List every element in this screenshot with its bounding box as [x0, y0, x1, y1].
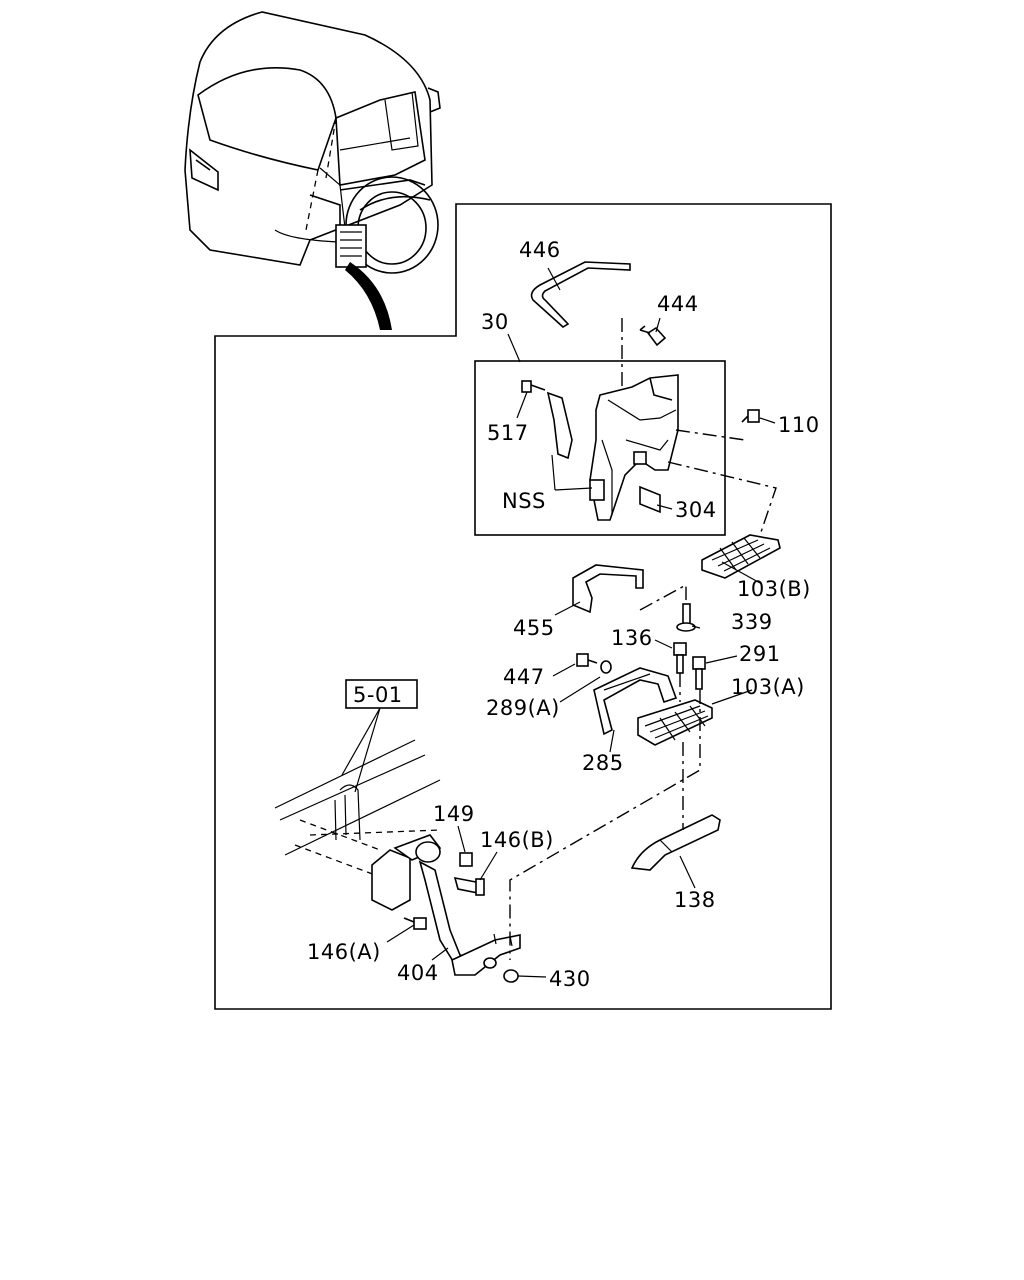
- label-ref-5-01: 5-01: [353, 683, 403, 707]
- label-nss: NSS: [502, 489, 546, 513]
- label-103a: 103(A): [731, 675, 805, 699]
- part-446-rod: [530, 261, 631, 328]
- frame-rail: [274, 739, 441, 876]
- label-339: 339: [731, 610, 773, 634]
- part-146b-bolt: [453, 876, 485, 896]
- label-304: 304: [675, 498, 717, 522]
- truck-cab-overview: [184, 11, 441, 330]
- part-517-bolt: [521, 380, 546, 393]
- label-455: 455: [513, 616, 555, 640]
- part-455-bracket: [572, 564, 644, 614]
- label-289a: 289(A): [486, 696, 560, 720]
- leader-lines: [341, 267, 776, 978]
- ref-5-01-box: [345, 679, 418, 709]
- label-446: 446: [519, 238, 561, 262]
- label-110: 110: [778, 413, 820, 437]
- label-149: 149: [433, 802, 475, 826]
- label-430: 430: [549, 967, 591, 991]
- label-30: 30: [481, 310, 509, 334]
- part-444-bolt: [639, 325, 667, 347]
- part-103a-step: [637, 699, 713, 746]
- part-289a-washer: [600, 660, 612, 674]
- part-149-nut: [459, 852, 473, 867]
- label-404: 404: [397, 961, 439, 985]
- part-110-bolt: [741, 409, 760, 423]
- part-404-step-arm: [371, 834, 521, 976]
- part-339-bolt: [676, 603, 696, 632]
- label-136: 136: [611, 626, 653, 650]
- label-103b: 103(B): [737, 577, 811, 601]
- label-291: 291: [739, 642, 781, 666]
- part-430-nut: [503, 969, 519, 983]
- part-447-bolt: [576, 653, 598, 667]
- part-304-clip: [639, 485, 661, 514]
- label-447: 447: [503, 665, 545, 689]
- part-136-bolt: [673, 642, 687, 674]
- label-146a: 146(A): [307, 940, 381, 964]
- label-517: 517: [487, 421, 529, 445]
- part-285-bracket: [593, 667, 678, 736]
- assembly-30-box: [474, 360, 726, 536]
- assembly-lines: [509, 318, 777, 960]
- label-138: 138: [674, 888, 716, 912]
- label-285: 285: [582, 751, 624, 775]
- part-138-cover: [630, 814, 721, 871]
- step-bracket-assembly: [546, 374, 679, 521]
- part-146a-bolt: [403, 917, 427, 930]
- part-291-bolt: [692, 656, 706, 690]
- part-103b-step: [701, 534, 781, 579]
- detail-frame: [214, 203, 832, 1010]
- label-146b: 146(B): [480, 828, 554, 852]
- label-444: 444: [657, 292, 699, 316]
